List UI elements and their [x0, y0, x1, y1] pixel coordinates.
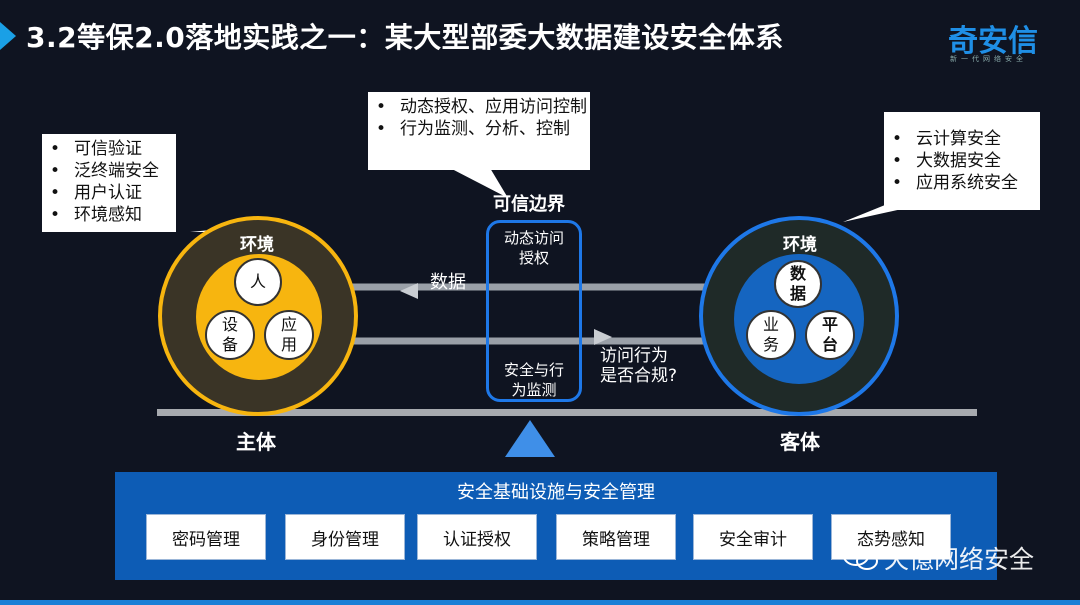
trusted-boundary-box [486, 220, 582, 402]
object-caption: 客体 [780, 430, 820, 454]
subject-environment-label: 环境 [240, 235, 274, 255]
data-circle: 数 据 [774, 260, 822, 308]
page-title: 3.2等保2.0落地实践之一：某大型部委大数据建设安全体系 [26, 21, 784, 54]
application-circle: 应 用 [264, 310, 314, 360]
infra-item-audit: 安全审计 [693, 514, 813, 560]
center-callout-tail [450, 168, 508, 198]
wechat-icon [843, 546, 878, 570]
boundary-callout-item: 动态授权、应用访问控制 [376, 96, 590, 118]
infra-item-situation: 态势感知 [831, 514, 951, 560]
object-callout: 云计算安全 大数据安全 应用系统安全 [884, 112, 1040, 210]
object-callout-item: 大数据安全 [892, 150, 1040, 172]
subject-callout-item: 环境感知 [50, 204, 176, 226]
brand-logo: 奇安信 [948, 24, 1038, 59]
bottom-accent-line [0, 600, 1080, 605]
object-callout-item: 应用系统安全 [892, 172, 1040, 194]
business-circle: 业 务 [746, 310, 796, 360]
subject-callout-item: 泛终端安全 [50, 160, 176, 182]
boundary-behavior-monitor: 安全与行 为监测 [503, 361, 564, 399]
brand-tagline: 新一代网络安全 [950, 55, 1027, 63]
title-arrow-icon [0, 22, 16, 50]
object-callout-item: 云计算安全 [892, 128, 1040, 150]
data-arrow-icon [400, 283, 418, 299]
infra-item-policy: 策略管理 [556, 514, 676, 560]
infra-item-auth: 认证授权 [417, 514, 537, 560]
subject-caption: 主体 [236, 430, 276, 454]
subject-callout: 可信验证 泛终端安全 用户认证 环境感知 [42, 134, 176, 232]
access-arrow-icon [594, 329, 612, 345]
boundary-callout: 动态授权、应用访问控制 行为监测、分析、控制 [368, 92, 590, 170]
watermark-text: 天億网络安全 [884, 545, 1035, 574]
boundary-callout-item: 行为监测、分析、控制 [376, 118, 590, 140]
boundary-access-auth: 动态访问 授权 [503, 229, 564, 267]
device-circle: 设 备 [205, 310, 255, 360]
platform-circle: 平 台 [805, 310, 855, 360]
access-compliance-label: 访问行为 是否合规? [600, 346, 678, 386]
person-circle: 人 [234, 258, 282, 306]
infra-item-identity: 身份管理 [285, 514, 405, 560]
subject-callout-item: 可信验证 [50, 138, 176, 160]
boundary-title: 可信边界 [493, 194, 565, 215]
infrastructure-title: 安全基础设施与安全管理 [457, 482, 655, 503]
balance-triangle [505, 420, 555, 457]
subject-callout-item: 用户认证 [50, 182, 176, 204]
base-line [157, 409, 977, 416]
data-flow-label: 数据 [430, 272, 466, 293]
object-environment-label: 环境 [783, 235, 817, 255]
infra-item-crypto: 密码管理 [146, 514, 266, 560]
